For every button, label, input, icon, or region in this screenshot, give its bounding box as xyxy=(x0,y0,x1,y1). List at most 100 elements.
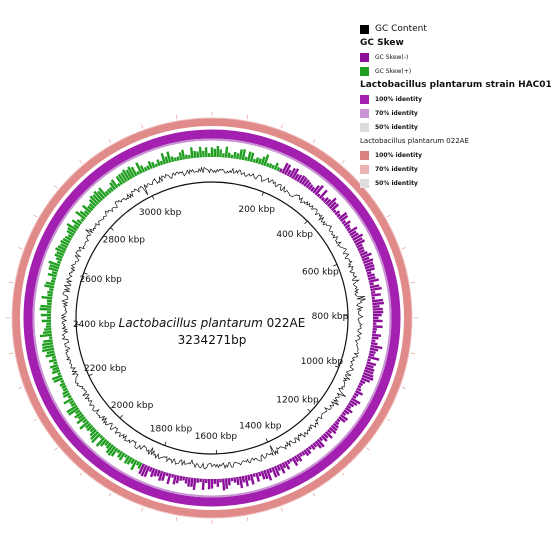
gc-skew-plus-bar xyxy=(109,186,114,192)
gc-skew-minus-bar xyxy=(252,473,256,478)
gc-skew-minus-bar xyxy=(364,366,375,372)
gc-skew-plus-bar xyxy=(123,455,131,464)
gc-skew-minus-bar xyxy=(369,347,379,352)
gc-skew-heading: GC Skew xyxy=(360,38,404,48)
gc-skew-plus-bar xyxy=(56,260,62,265)
gc-skew-plus-swatch xyxy=(360,66,369,76)
gc-skew-plus-bar xyxy=(178,152,183,161)
gc-skew-minus-bar xyxy=(192,477,197,491)
ref-022ae-50-swatch xyxy=(360,178,369,188)
gc-skew-plus-bar xyxy=(55,247,66,254)
gc-skew-plus-bar xyxy=(116,449,121,454)
gc-skew-plus-bar xyxy=(160,153,167,165)
center-genome-name: Lactobacillus plantarum 022AE xyxy=(119,316,306,330)
gc-skew-plus-bar xyxy=(79,210,88,218)
gc-skew-minus-bar xyxy=(328,426,337,435)
gc-skew-plus-bar xyxy=(110,447,119,457)
gc-content-ring xyxy=(60,166,366,470)
outer-tick xyxy=(366,447,371,451)
gc-skew-minus-bar xyxy=(187,477,191,487)
strain-hac01-ring xyxy=(23,129,401,507)
backbone-tick xyxy=(307,408,311,413)
gc-skew-plus-bar xyxy=(156,159,161,167)
gc-skew-plus-bar xyxy=(181,149,186,160)
gc-skew-plus-bar xyxy=(44,328,52,331)
gc-skew-minus-bar xyxy=(171,473,175,478)
gc-skew-minus-bar xyxy=(372,305,380,308)
gc-skew-minus-bar xyxy=(291,168,300,180)
gc-skew-minus-bar xyxy=(371,336,379,340)
gc-skew-minus-bar xyxy=(303,179,310,187)
gc-skew-minus-bar xyxy=(338,211,348,220)
gc-skew-plus-bar xyxy=(249,152,255,163)
gc-skew-minus-bar xyxy=(312,442,318,448)
gc-skew-minus-bar xyxy=(326,428,333,434)
gc-skew-minus-bar xyxy=(330,424,338,432)
backbone-tick xyxy=(164,441,167,446)
backbone-tick xyxy=(261,191,264,196)
gc-skew-minus-bar xyxy=(364,264,375,270)
kbp-tick-label: 3000 kbp xyxy=(139,208,182,218)
gc-skew-plus-bar xyxy=(224,146,229,158)
kbp-tick-label: 2800 kbp xyxy=(103,236,146,246)
gc-skew-plus-bar xyxy=(276,166,281,172)
gc-skew-minus-bar xyxy=(263,469,269,480)
gc-skew-minus-bar xyxy=(369,282,374,286)
gc-skew-minus-bar xyxy=(238,476,244,489)
gc-skew-plus-bar xyxy=(104,190,110,196)
gc-skew-minus-bar xyxy=(153,468,159,477)
gc-skew-plus-bar xyxy=(97,190,106,200)
backbone-tick xyxy=(265,438,269,443)
gc-skew-plus-bar xyxy=(146,165,151,171)
gc-skew-minus-bar xyxy=(347,226,358,234)
gc-skew-plus-bar xyxy=(184,154,188,160)
gc-skew-plus-bar xyxy=(110,179,119,189)
gc-skew-minus-bar xyxy=(367,276,376,281)
gc-skew-plus-bar xyxy=(61,384,67,390)
gc-skew-minus-bar xyxy=(371,298,384,303)
ref-022ae-70-swatch xyxy=(360,164,369,174)
gc-skew-plus-bar xyxy=(159,160,164,166)
gc-skew-minus-bar xyxy=(233,477,237,483)
gc-skew-minus-bar xyxy=(330,203,340,212)
gc-skew-plus-bar xyxy=(85,422,92,429)
gc-skew-minus-bar xyxy=(371,333,382,337)
gc-skew-minus-bar xyxy=(281,162,289,174)
gc-skew-minus-bar xyxy=(357,246,365,252)
gc-skew-plus-bar xyxy=(79,420,90,430)
gc-skew-minus-bar xyxy=(361,374,374,381)
gc-skew-plus-bar xyxy=(118,452,126,461)
backbone-tick xyxy=(334,365,339,368)
gc-skew-minus-bar xyxy=(301,177,308,186)
gc-skew-minus-bar xyxy=(324,198,332,206)
gc-skew-plus-bar xyxy=(49,264,60,270)
gc-skew-plus-bar xyxy=(263,154,270,167)
center-genome-size: 3234271bp xyxy=(178,333,247,347)
gc-skew-minus-bar xyxy=(346,227,352,232)
outer-tick xyxy=(108,139,112,144)
gc-skew-plus-bar xyxy=(137,462,143,470)
outer-tick xyxy=(53,447,58,451)
gc-skew-plus-bar xyxy=(83,210,90,216)
outer-tick xyxy=(175,115,178,120)
gc-skew-plus-bar xyxy=(77,413,85,420)
gc-skew-minus-bar xyxy=(360,377,371,383)
gc-skew-plus-bar xyxy=(136,170,140,176)
ref-022ae-70-label: 70% identity xyxy=(375,165,418,173)
gc-skew-minus-bar xyxy=(284,164,292,176)
gc-skew-plus-bar xyxy=(63,397,74,405)
gc-skew-plus-bar xyxy=(52,366,60,371)
gc-skew-minus-bar xyxy=(271,466,278,478)
outer-tick xyxy=(386,418,391,422)
gc-skew-plus-bar xyxy=(41,295,53,300)
gc-skew-plus-bar xyxy=(130,458,135,465)
gc-skew-plus-bar xyxy=(67,226,77,234)
gc-skew-minus-bar xyxy=(222,478,226,491)
gc-skew-plus-bar xyxy=(117,173,126,184)
outer-tick xyxy=(141,124,144,129)
gc-skew-minus-bar xyxy=(363,261,374,267)
gc-skew-plus-bar xyxy=(126,456,133,465)
gc-skew-plus-bar xyxy=(268,163,273,169)
gc-skew-plus-bar xyxy=(62,390,70,396)
gc-skew-plus-bar xyxy=(273,162,279,171)
